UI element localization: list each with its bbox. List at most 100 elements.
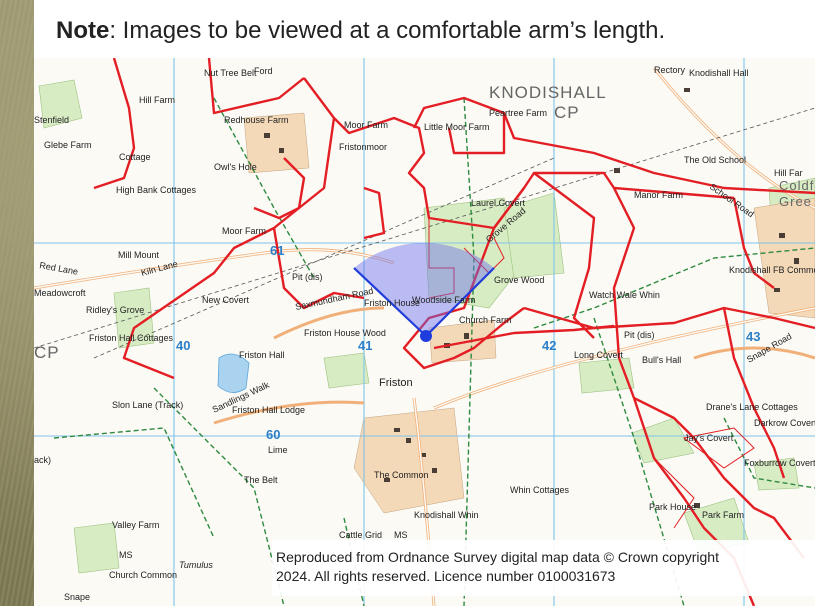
- viewing-note: Note: Images to be viewed at a comfortab…: [34, 0, 815, 58]
- note-text: : Images to be viewed at a comfortable a…: [109, 17, 666, 44]
- label-rectory: Rectory: [654, 65, 686, 75]
- label-the-common: The Common: [374, 470, 429, 480]
- footpath: [533, 247, 815, 329]
- woodland-area: [753, 457, 800, 491]
- copyright-line-2: 2024. All rights reserved. Licence numbe…: [276, 568, 616, 584]
- label-friston-hall-cottages: Friston Hall Cottages: [89, 333, 174, 343]
- label-friston-hall-lodge: Friston Hall Lodge: [232, 405, 305, 415]
- label-ford: Ford: [254, 66, 273, 76]
- label-lime: Lime: [268, 445, 288, 455]
- map-frame: 40 41 42 43 60 61 KNODISHALL CP CP Coldf…: [34, 58, 815, 606]
- label-cattle-grid: Cattle Grid: [339, 530, 382, 540]
- copyright-notice: Reproduced from Ordnance Survey digital …: [272, 540, 815, 596]
- label-church-common: Church Common: [109, 570, 177, 580]
- label-stenfield: Stenfield: [34, 115, 69, 125]
- red-boundary: [93, 58, 136, 190]
- building: [774, 288, 780, 292]
- building: [794, 258, 799, 264]
- label-tumulus: Tumulus: [179, 560, 213, 570]
- sandlings-road: [213, 400, 365, 425]
- label-park-house: Park House: [649, 502, 696, 512]
- label-nut-tree: Nut Tree Belt: [204, 68, 257, 78]
- boundary-detail: [428, 218, 755, 529]
- label-hill-farm: Hill Farm: [139, 95, 175, 105]
- label-foxburrow: Foxburrow Covert: [744, 458, 815, 468]
- settlement-shading: [243, 112, 815, 514]
- label-church-farm: Church Farm: [459, 315, 512, 325]
- viewpoint-dot: [420, 330, 432, 342]
- building: [779, 233, 785, 238]
- woodland-area: [38, 79, 83, 129]
- building: [464, 333, 469, 339]
- red-boundary: [122, 77, 336, 380]
- label-ms-2: MS: [394, 530, 408, 540]
- label-hill-far: Hill Far: [774, 168, 803, 178]
- label-darkrow: Darkrow Covert: [754, 418, 815, 428]
- red-boundary: [732, 197, 775, 289]
- label-fristonmoor: Fristonmoor: [339, 142, 387, 152]
- building: [419, 453, 426, 457]
- road-centre-line: [34, 248, 395, 289]
- woodland-area: [323, 352, 370, 389]
- red-boundary: [433, 324, 615, 350]
- building: [406, 438, 411, 443]
- woodland-area: [631, 417, 695, 464]
- grid-number-42: 42: [542, 338, 556, 353]
- woodland-area: [113, 287, 155, 349]
- label-moor-farm-top: Moor Farm: [344, 120, 388, 130]
- road-centre-line: [653, 67, 815, 209]
- label-owls-hole: Owl's Hole: [214, 162, 257, 172]
- building: [614, 168, 620, 173]
- woodland-area: [503, 192, 565, 279]
- label-slon-lane: Slon Lane (Track): [112, 400, 183, 410]
- label-watch-wale: Watch Wale Whin: [589, 290, 660, 300]
- village-area: [753, 197, 815, 319]
- woodland-area: [73, 522, 120, 574]
- label-peartree: Peartree Farm: [489, 108, 547, 118]
- woodland-area: [578, 357, 635, 394]
- os-map: 40 41 42 43 60 61 KNODISHALL CP CP Coldf…: [34, 58, 815, 606]
- label-friston-house-wood: Friston House Wood: [304, 328, 386, 338]
- label-pit-1: Pit (dis): [292, 272, 323, 282]
- grid-number-43: 43: [746, 329, 760, 344]
- place-knodishall: KNODISHALL: [489, 83, 607, 102]
- copyright-line-1: Reproduced from Ordnance Survey digital …: [276, 549, 719, 565]
- red-boundary-thin: [428, 218, 455, 299]
- place-coldfair: Coldfa: [779, 178, 815, 193]
- building: [384, 478, 390, 482]
- road-centre-line: [433, 307, 815, 409]
- label-new-covert: New Covert: [202, 295, 250, 305]
- label-knodishall-whin: Knodishall Whin: [414, 510, 479, 520]
- place-cp-left: CP: [34, 343, 60, 362]
- label-old-school: The Old School: [684, 155, 746, 165]
- label-laurel: Laurel Covert: [471, 198, 526, 208]
- red-boundary: [253, 157, 306, 220]
- place-friston: Friston: [379, 377, 413, 389]
- red-boundary-thin: [463, 237, 505, 274]
- snape-road: [693, 346, 815, 360]
- building: [264, 133, 270, 138]
- label-redhouse: Redhouse Farm: [224, 115, 289, 125]
- red-boundary: [612, 187, 805, 559]
- footpath: [213, 97, 315, 279]
- red-boundary: [447, 113, 506, 155]
- label-manor-farm: Manor Farm: [634, 190, 683, 200]
- building: [684, 88, 690, 92]
- grid-number-40: 40: [176, 338, 190, 353]
- red-boundary: [722, 307, 786, 479]
- label-whin-cottages: Whin Cottages: [510, 485, 570, 495]
- label-ms-1: MS: [119, 550, 133, 560]
- label-the-belt: The Belt: [244, 475, 278, 485]
- label-moor-farm: Moor Farm: [222, 226, 266, 236]
- red-boundary: [272, 227, 365, 310]
- note-label: Note: [56, 17, 110, 44]
- label-track: ack): [34, 455, 51, 465]
- label-mill-mount: Mill Mount: [118, 250, 160, 260]
- saxmundham-road: [273, 306, 385, 340]
- building: [279, 148, 284, 153]
- view-edge-left: [353, 267, 427, 337]
- label-bulls-hall: Bull's Hall: [642, 355, 681, 365]
- red-boundary-thin: [682, 427, 755, 469]
- red-boundary: [523, 306, 815, 330]
- label-valley-farm: Valley Farm: [112, 520, 159, 530]
